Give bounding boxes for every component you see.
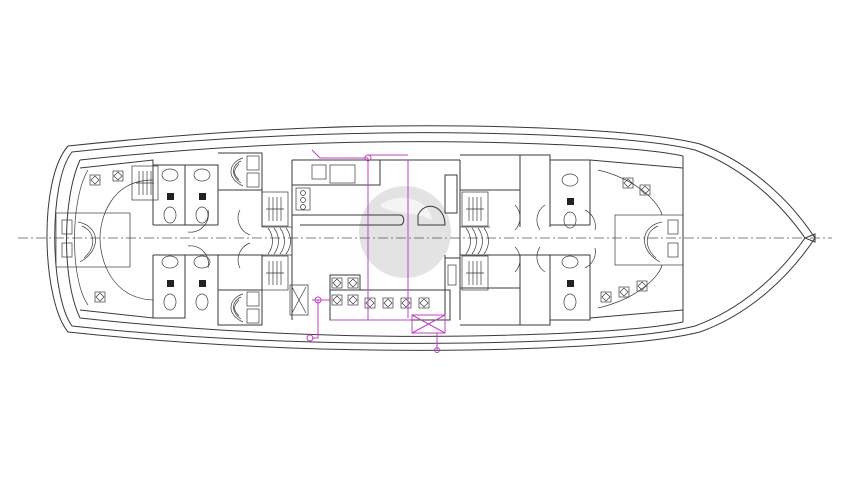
plumbing-lines (306, 149, 446, 353)
aft-guest-cabins (187, 152, 292, 326)
aft-master-cabin (55, 159, 159, 319)
aft-heads (153, 164, 219, 319)
salon-seating (289, 274, 451, 321)
forward-heads (550, 159, 596, 321)
forward-guest-cabins (460, 154, 551, 326)
hull-outline (46, 125, 816, 351)
watermark-logo (359, 186, 451, 278)
galley (291, 159, 405, 320)
forward-master-cabin (589, 159, 684, 319)
forward-galley-station (405, 159, 461, 320)
